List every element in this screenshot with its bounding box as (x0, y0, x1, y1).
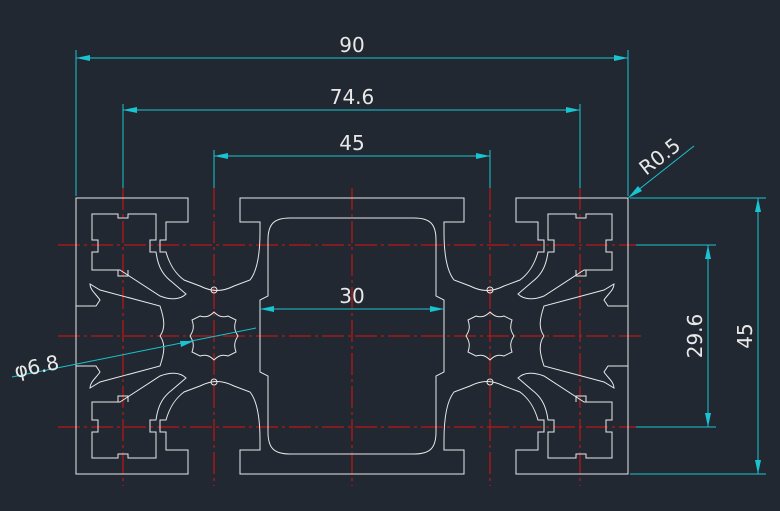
dim-29-6-arrow-top (705, 245, 711, 259)
left-core-bore (189, 311, 239, 361)
right-side-slot (539, 283, 628, 389)
dim-74-6-label: 74.6 (330, 85, 375, 109)
top-left-t-slot-inner (117, 270, 129, 277)
right-bore-top-dot (486, 286, 494, 294)
dim-45h-arrow-right (476, 153, 490, 159)
dim-90-label: 90 (339, 33, 364, 57)
dim-phi-6-8-label: φ6.8 (12, 350, 61, 383)
dim-90-arrow-right (614, 55, 628, 61)
left-side-slot (76, 283, 165, 389)
dim-90-arrow-left (76, 55, 90, 61)
bottom-left-t-slot (91, 372, 187, 459)
dim-29-6-label: 29.6 (683, 314, 707, 359)
dim-45h-label: 45 (339, 131, 364, 155)
left-bore-bottom-dot (210, 378, 218, 386)
left-bore-top-dot (210, 286, 218, 294)
dim-30-arrow-left (260, 306, 274, 312)
center-lines (58, 188, 645, 486)
profile-outline (75, 197, 629, 475)
dim-phi-6-8-arrow (180, 341, 194, 347)
dim-45h-arrow-left (214, 153, 228, 159)
bottom-right-t-slot-inner (575, 395, 587, 402)
bottom-left-t-slot-inner (117, 395, 129, 402)
dim-74-6-arrow-right (566, 107, 580, 113)
dim-29-6-arrow-bottom (705, 413, 711, 427)
dim-45v-label: 45 (733, 323, 757, 348)
right-core-bore (465, 311, 515, 361)
top-right-t-slot-inner (575, 270, 587, 277)
dim-45v-arrow-top (755, 198, 761, 212)
dim-45v-arrow-bottom (755, 460, 761, 474)
bottom-right-t-slot (517, 372, 613, 459)
dim-phi-6-8-leader (11, 327, 257, 378)
top-right-t-slot (517, 213, 613, 300)
central-cavity (259, 217, 445, 455)
dimension-lines: 90 74.6 45 30 R0.5 φ6.8 29.6 (11, 33, 766, 475)
dim-74-6-arrow-left (123, 107, 137, 113)
top-left-t-slot (91, 213, 187, 300)
dim-r0-5-arrow (628, 186, 642, 198)
profile-outer-boundary (75, 197, 629, 475)
right-bore-bottom-dot (486, 378, 494, 386)
dim-30-arrow-right (430, 306, 444, 312)
dim-30-label: 30 (339, 284, 364, 308)
